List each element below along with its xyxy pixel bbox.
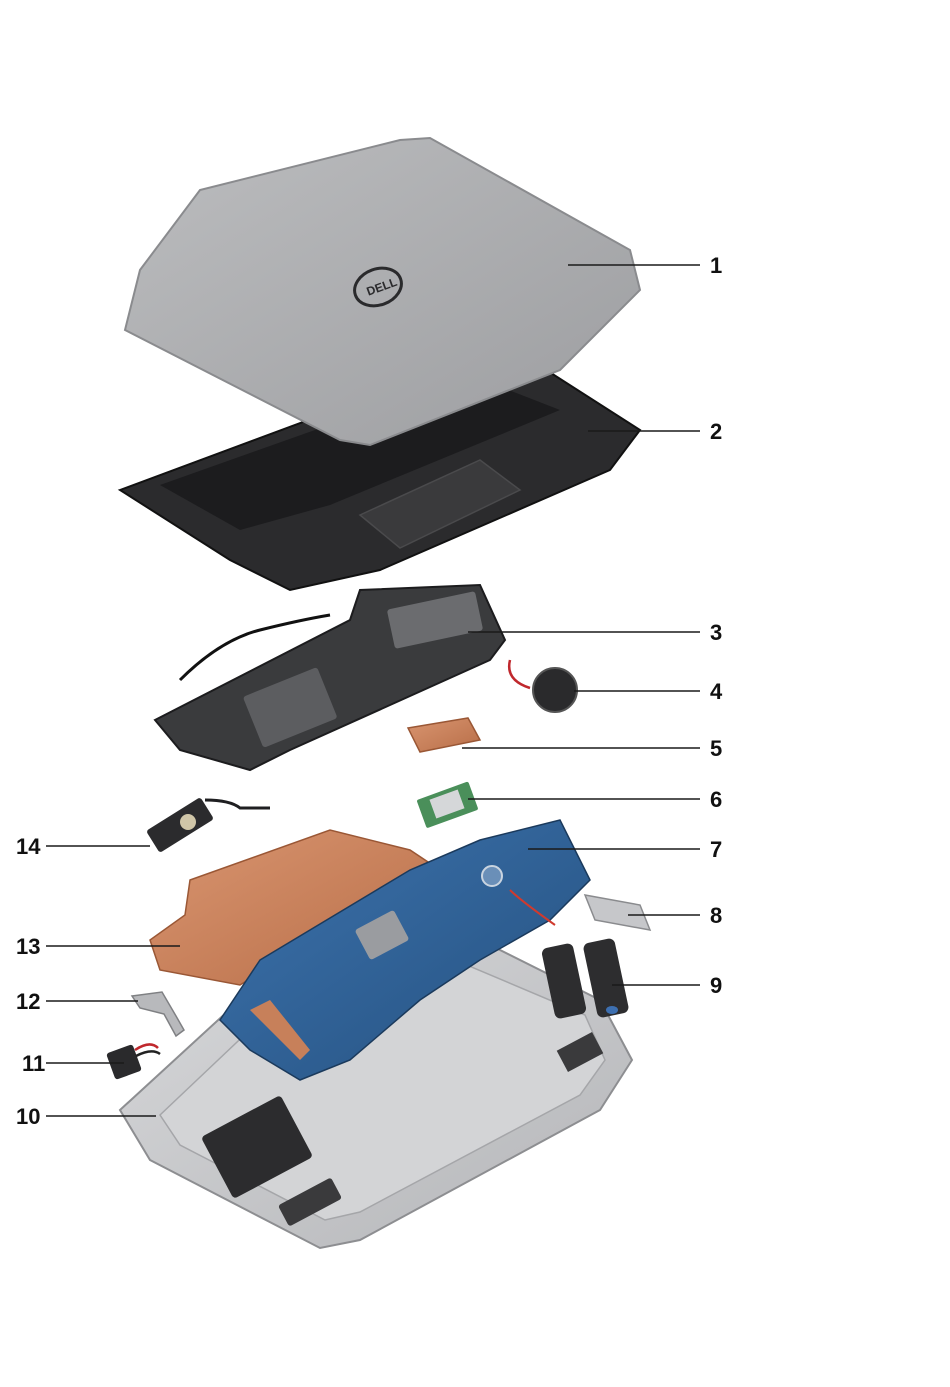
io-bracket-part bbox=[585, 895, 650, 930]
callout-2: 2 bbox=[710, 419, 722, 444]
type-c-bracket-part bbox=[132, 992, 184, 1036]
callout-3: 3 bbox=[710, 620, 722, 645]
callout-8: 8 bbox=[710, 903, 722, 928]
callout-1: 1 bbox=[710, 253, 722, 278]
callout-13: 13 bbox=[16, 934, 40, 959]
callout-10: 10 bbox=[16, 1104, 40, 1129]
callout-6: 6 bbox=[710, 787, 722, 812]
dc-in-port-part bbox=[106, 1044, 160, 1080]
callout-7: 7 bbox=[710, 837, 722, 862]
callout-9: 9 bbox=[710, 973, 722, 998]
power-button-board-part bbox=[146, 797, 270, 853]
callout-12: 12 bbox=[16, 989, 40, 1014]
ssd-shield-part bbox=[408, 718, 480, 752]
callout-14: 14 bbox=[16, 834, 41, 859]
callout-11: 11 bbox=[22, 1051, 45, 1076]
wlan-card-part bbox=[416, 781, 478, 828]
callout-4: 4 bbox=[710, 679, 723, 704]
coin-cell-battery-part bbox=[509, 660, 577, 712]
callout-5: 5 bbox=[710, 736, 722, 761]
